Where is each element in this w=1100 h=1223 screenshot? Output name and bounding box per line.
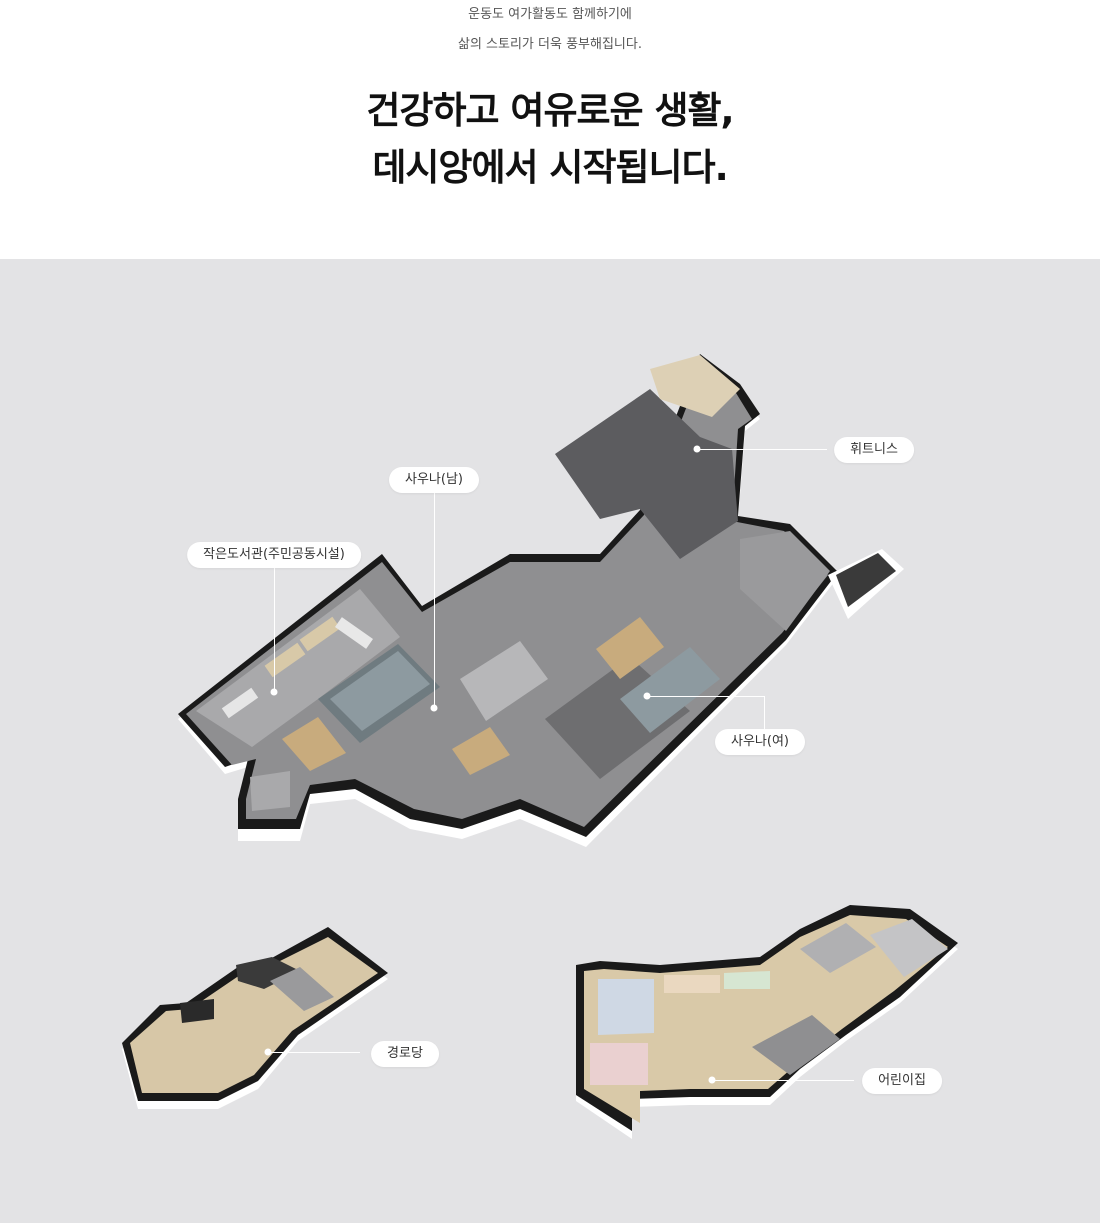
intro-text: 운동도 여가활동도 함께하기에 삶의 스토리가 더욱 풍부해집니다. [0,0,1100,60]
fitness-leader-line [697,449,827,450]
headline-line-2: 데시앙에서 시작됩니다. [372,146,728,189]
daycare-label[interactable]: 어린이집 [862,1068,942,1094]
headline-line-1: 건강하고 여유로운 생활, [366,89,734,132]
sauna-women-marker [643,692,651,700]
daycare-leader-line [712,1080,854,1081]
sauna-women-label[interactable]: 사우나(여) [715,729,805,755]
senior-center-plan [122,927,388,1109]
intro-line-1: 운동도 여가활동도 함께하기에 [468,7,632,22]
fitness-label[interactable]: 휘트니스 [834,437,914,463]
floor-plan-section: 휘트니스 사우나(남) 작은도서관(주민공동시설) 사우나(여) 경로당 어린이… [0,259,1100,1223]
sauna-men-leader-line [434,492,435,708]
library-leader-line [274,567,275,692]
fitness-marker [693,445,701,453]
senior-center-leader-line [268,1052,360,1053]
library-label[interactable]: 작은도서관(주민공동시설) [187,542,361,568]
sauna-women-leader-line-h [647,696,765,697]
senior-center-marker [264,1048,272,1056]
library-marker [270,688,278,696]
sauna-men-label[interactable]: 사우나(남) [389,467,479,493]
main-community-plan [178,354,904,847]
page-headline: 건강하고 여유로운 생활, 데시앙에서 시작됩니다. [0,82,1100,196]
intro-line-2: 삶의 스토리가 더욱 풍부해집니다. [458,37,642,52]
floor-plan-illustration [122,354,958,1139]
daycare-plan [576,905,958,1139]
sauna-men-marker [430,704,438,712]
daycare-marker [708,1076,716,1084]
senior-center-label[interactable]: 경로당 [371,1041,439,1067]
sauna-women-leader-line-v [764,696,765,742]
